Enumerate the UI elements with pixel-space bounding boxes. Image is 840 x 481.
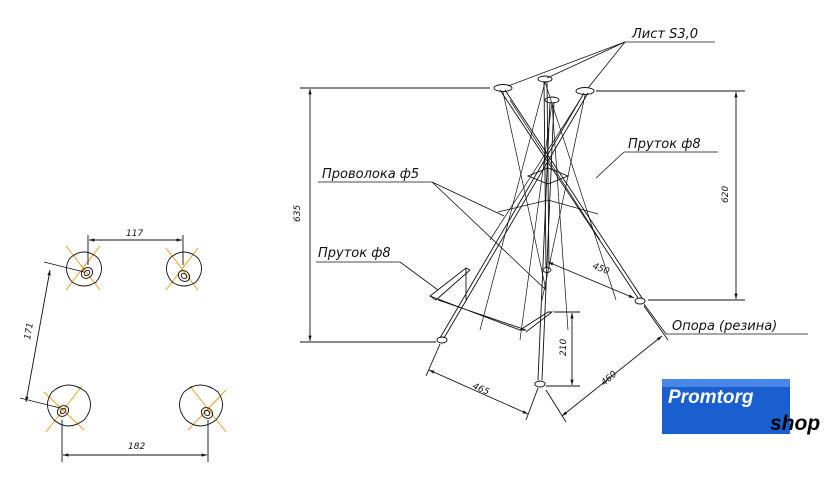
dimension-450 — [547, 261, 635, 299]
dim-label-620: 620 — [721, 186, 731, 203]
dim-label-171: 171 — [23, 322, 36, 341]
label-rod-left: Пруток ф8 — [318, 246, 391, 261]
foot-pad-top-left — [65, 245, 102, 291]
dimension-117 — [87, 235, 184, 265]
top-plate-left — [493, 84, 513, 92]
dimension-620 — [596, 90, 745, 301]
mid-ring — [526, 167, 570, 185]
bottom-rod-frame — [429, 267, 554, 333]
label-support: Опора (резина) — [672, 319, 777, 334]
leader-lines — [316, 41, 808, 335]
foot-plan-view — [19, 235, 227, 462]
dimension-465 — [425, 343, 539, 421]
label-sheet: Лист S3,0 — [631, 27, 698, 42]
dim-label-210: 210 — [559, 339, 569, 356]
dimension-635 — [300, 87, 490, 343]
rubber-foot-left — [436, 336, 448, 344]
foot-pad-top-right — [165, 247, 202, 291]
dimension-460 — [545, 305, 669, 423]
legs — [439, 80, 643, 381]
foot-pad-bottom-right — [179, 384, 227, 433]
label-wire: Проволока ф5 — [322, 167, 419, 182]
label-rod-top: Пруток ф8 — [628, 137, 701, 152]
rubber-foot-right — [634, 297, 646, 305]
dimension-182 — [61, 420, 209, 462]
rubber-foot-bottom — [534, 380, 546, 388]
foot-pad-bottom-left — [43, 384, 91, 433]
promtorg-logo: Promtorg shop — [662, 379, 820, 435]
dim-label-117: 117 — [126, 229, 143, 239]
dim-label-635: 635 — [293, 205, 303, 222]
top-plate-right — [575, 87, 595, 95]
dim-label-465: 465 — [471, 382, 491, 398]
dimension-171 — [19, 261, 85, 409]
dim-label-182: 182 — [128, 442, 145, 452]
logo-text-promtorg: Promtorg — [668, 387, 754, 408]
logo-text-shop: shop — [770, 412, 820, 435]
stand-frame — [300, 41, 808, 423]
